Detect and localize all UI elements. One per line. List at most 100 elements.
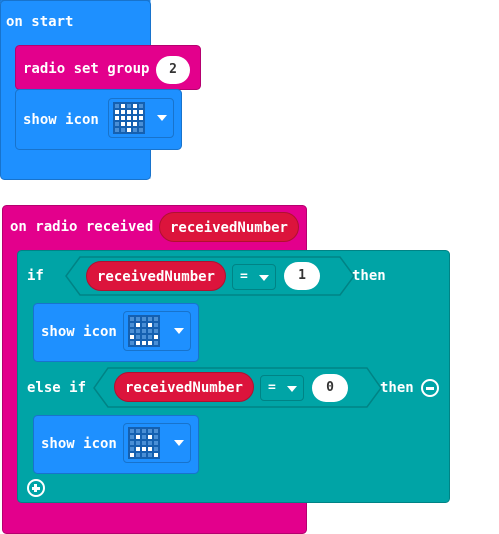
led-on — [136, 435, 140, 439]
led-off — [136, 317, 140, 321]
led-off — [148, 329, 152, 333]
if-then-label: then — [352, 268, 386, 284]
icon-dropdown-elseif[interactable] — [123, 423, 191, 463]
on-radio-received-label: on radio received — [10, 219, 154, 235]
led-on — [136, 341, 140, 345]
led-on — [148, 435, 152, 439]
led-on — [127, 122, 131, 126]
led-off — [154, 317, 158, 321]
show-icon-label: show icon — [23, 112, 99, 128]
led-off — [154, 341, 158, 345]
elseif-then-label: then — [380, 380, 414, 396]
led-on — [148, 323, 152, 327]
led-on — [154, 453, 158, 457]
led-on — [121, 104, 125, 108]
led-off — [148, 429, 152, 433]
led-on — [127, 110, 131, 114]
elseif-operator-text: = — [268, 380, 276, 395]
chevron-down-icon — [174, 328, 184, 334]
led-on — [133, 122, 137, 126]
remove-else-if-button[interactable] — [421, 379, 439, 397]
led-off — [139, 104, 143, 108]
led-on — [154, 335, 158, 339]
show-icon-label: show icon — [41, 436, 117, 452]
received-number-param[interactable]: receivedNumber — [159, 212, 299, 242]
led-off — [142, 329, 146, 333]
led-off — [130, 341, 134, 345]
led-on — [139, 110, 143, 114]
led-on — [142, 447, 146, 451]
led-on — [148, 341, 152, 345]
show-icon-label: show icon — [41, 324, 117, 340]
elseif-variable-reporter[interactable]: receivedNumber — [114, 372, 254, 402]
elseif-value-field[interactable]: 0 — [312, 374, 348, 402]
led-on — [136, 447, 140, 451]
led-off — [127, 104, 131, 108]
led-off — [148, 441, 152, 445]
led-on — [127, 128, 131, 132]
led-off — [130, 441, 134, 445]
led-off — [154, 441, 158, 445]
led-off — [121, 128, 125, 132]
led-on — [133, 104, 137, 108]
led-off — [139, 122, 143, 126]
heart-icon — [113, 102, 145, 134]
led-off — [130, 447, 134, 451]
led-off — [148, 453, 152, 457]
led-on — [127, 116, 131, 120]
led-off — [130, 329, 134, 333]
led-off — [130, 435, 134, 439]
led-on — [139, 116, 143, 120]
if-value-field[interactable]: 1 — [284, 262, 320, 290]
radio-group-value-field[interactable]: 2 — [156, 56, 190, 84]
happy-face-icon — [128, 315, 160, 347]
led-on — [121, 110, 125, 114]
led-on — [130, 335, 134, 339]
led-off — [142, 441, 146, 445]
led-off — [154, 435, 158, 439]
sad-face-icon — [128, 427, 160, 459]
led-on — [121, 122, 125, 126]
else-if-label: else if — [27, 380, 87, 396]
minus-icon — [425, 387, 434, 390]
led-on — [133, 116, 137, 120]
plus-icon-v — [34, 484, 37, 492]
led-off — [139, 128, 143, 132]
led-off — [142, 453, 146, 457]
led-on — [148, 447, 152, 451]
led-off — [136, 441, 140, 445]
led-on — [133, 110, 137, 114]
led-off — [154, 323, 158, 327]
add-else-if-button[interactable] — [27, 479, 45, 497]
led-off — [142, 335, 146, 339]
led-off — [133, 128, 137, 132]
led-off — [136, 429, 140, 433]
led-off — [148, 335, 152, 339]
led-off — [154, 329, 158, 333]
elseif-operator-dropdown[interactable]: = — [260, 375, 304, 401]
led-on — [115, 110, 119, 114]
led-on — [142, 341, 146, 345]
led-off — [130, 317, 134, 321]
led-off — [130, 429, 134, 433]
led-off — [142, 435, 146, 439]
led-off — [130, 323, 134, 327]
icon-dropdown-start[interactable] — [108, 98, 174, 138]
led-off — [115, 122, 119, 126]
chevron-down-icon — [174, 440, 184, 446]
chevron-down-icon — [287, 386, 297, 392]
led-off — [142, 429, 146, 433]
led-off — [115, 128, 119, 132]
if-operator-dropdown[interactable]: = — [232, 264, 276, 290]
led-off — [136, 453, 140, 457]
on-start-label: on start — [6, 14, 74, 30]
radio-set-group-label: radio set group — [23, 61, 150, 77]
if-variable-reporter[interactable]: receivedNumber — [86, 261, 226, 291]
if-operator-text: = — [240, 269, 248, 284]
led-off — [154, 429, 158, 433]
led-on — [136, 323, 140, 327]
icon-dropdown-if[interactable] — [123, 311, 191, 351]
led-off — [148, 317, 152, 321]
led-off — [136, 335, 140, 339]
chevron-down-icon — [259, 275, 269, 281]
